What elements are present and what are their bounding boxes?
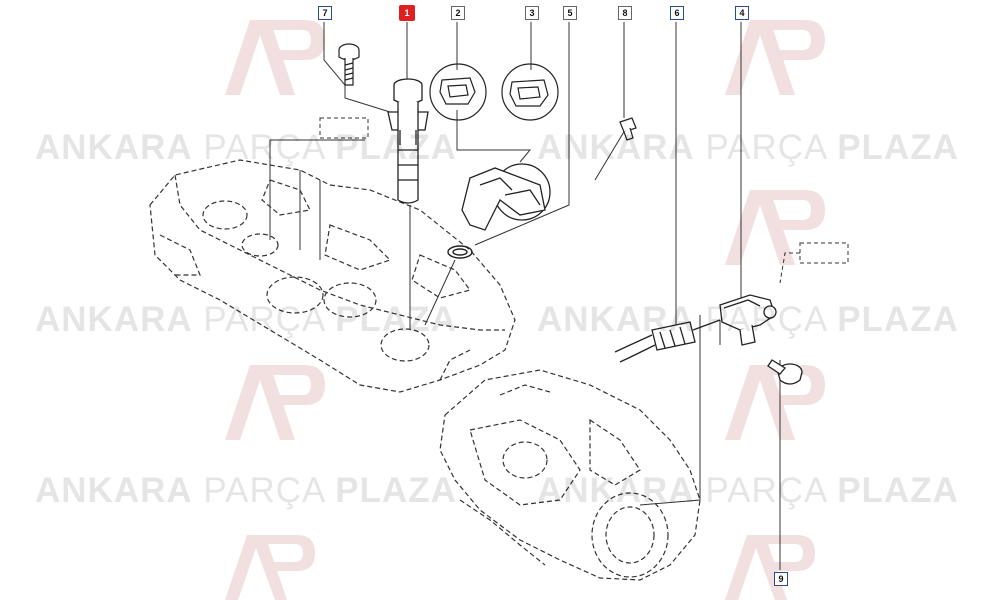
part-8-bolt [619, 117, 637, 141]
part-4-crank-sensor [719, 294, 777, 346]
part-1-sensor [387, 78, 429, 204]
watermark-logo-icon [725, 190, 825, 265]
reference-box-left [319, 117, 369, 139]
part-3-connector [501, 63, 559, 121]
callout-1[interactable]: 1 [399, 5, 415, 21]
callout-2[interactable]: 2 [451, 6, 465, 20]
part-9-bolt [767, 359, 803, 385]
callout-5[interactable]: 5 [563, 6, 577, 20]
cylinder-head [149, 159, 516, 393]
part-7-bolt [338, 43, 360, 86]
callout-9[interactable]: 9 [774, 572, 788, 586]
part-5-o-ring [447, 245, 473, 259]
watermark-logo-icon [225, 20, 325, 95]
callout-3[interactable]: 3 [525, 6, 539, 20]
gearbox [439, 369, 701, 581]
camshaft-sensor [461, 163, 551, 231]
watermark-logo-icon [725, 535, 815, 600]
watermark-logo-icon [725, 20, 825, 95]
watermark-logo-icon [225, 365, 325, 440]
leader-lines [269, 22, 781, 570]
part-6-harness [614, 319, 721, 363]
callout-4[interactable]: 4 [735, 6, 749, 20]
part-2-connector [429, 63, 487, 121]
callout-6[interactable]: 6 [670, 6, 684, 20]
watermark-logo-icon [225, 535, 315, 600]
watermark-logos [225, 20, 825, 600]
callout-8[interactable]: 8 [618, 6, 632, 20]
reference-box-right [799, 242, 849, 264]
callout-7[interactable]: 7 [318, 6, 332, 20]
watermark-logo-icon [725, 365, 825, 440]
